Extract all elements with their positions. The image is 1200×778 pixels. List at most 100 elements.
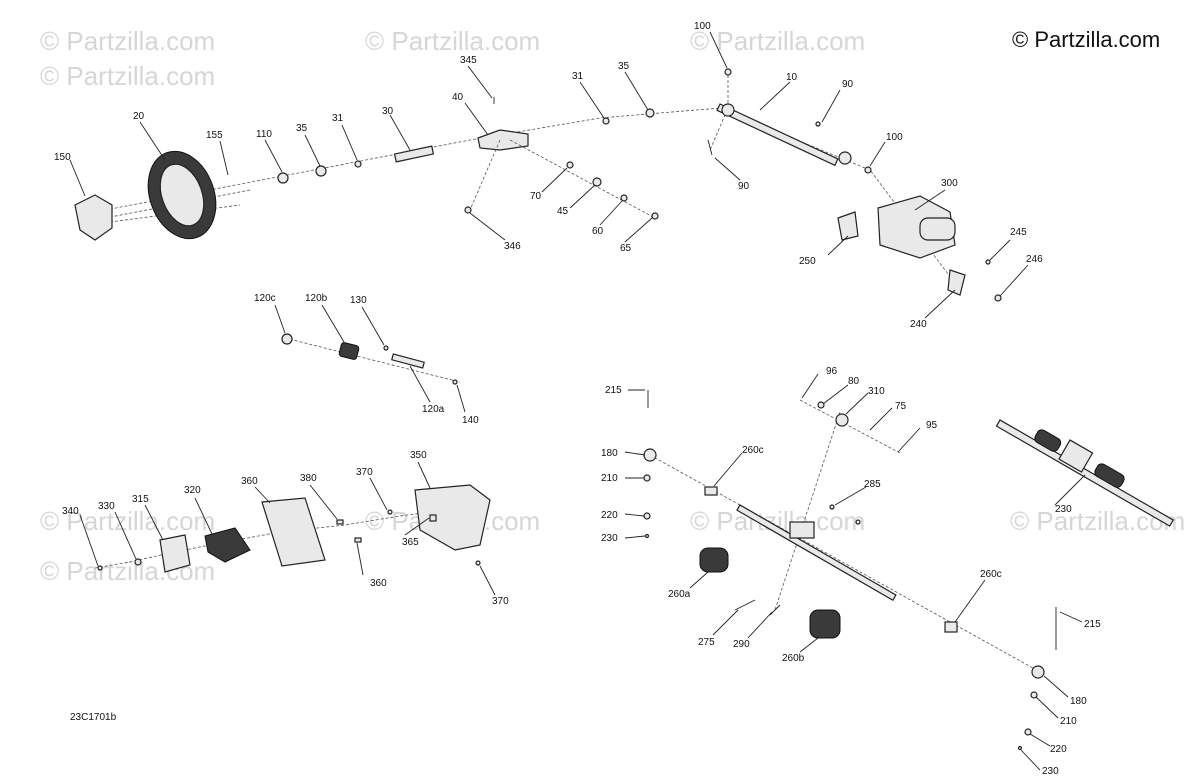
callout: 230: [601, 533, 618, 544]
callout: 360: [241, 476, 258, 487]
watermark: © Partzilla.com: [365, 26, 540, 56]
callout: 60: [592, 226, 604, 237]
callout: 95: [926, 420, 938, 431]
rack-260c: [704, 486, 718, 496]
cotter-230: [644, 533, 650, 539]
screw-370b: [475, 560, 481, 566]
ring: [354, 160, 362, 168]
ring-120c: [281, 333, 293, 345]
callout: 120b: [305, 293, 328, 304]
callout: 45: [557, 206, 569, 217]
bushing-70: [566, 161, 574, 169]
intermediate-shaft: [716, 103, 839, 167]
bolt-285b: [855, 519, 861, 525]
callout: 220: [1050, 744, 1067, 755]
callout: 31: [332, 113, 344, 124]
callout: 80: [848, 376, 860, 387]
callout: 315: [132, 494, 149, 505]
shaft-120a: [391, 353, 425, 369]
washer: [277, 172, 289, 184]
callout: 220: [601, 510, 618, 521]
brand-logo: © Partzilla.com: [1012, 27, 1160, 52]
screw-340: [97, 565, 103, 571]
sleeve-120b: [338, 342, 360, 360]
nut-210: [643, 474, 651, 482]
callout: 90: [738, 181, 750, 192]
callout: 20: [133, 111, 145, 122]
ball-joint-180b: [1031, 665, 1045, 679]
callout: 35: [296, 123, 308, 134]
rack-boot-right: [1094, 463, 1125, 488]
steering-shaft: [393, 145, 435, 163]
callout: 90: [842, 79, 854, 90]
nut-80: [817, 401, 825, 409]
steering-wheel-group: [74, 68, 1002, 302]
washer-220b: [1024, 728, 1032, 736]
callout: 260c: [980, 569, 1002, 580]
callout: 360: [370, 578, 387, 589]
callout: 260c: [742, 445, 764, 456]
bushing-45: [592, 177, 602, 187]
bolt-246: [994, 294, 1002, 302]
callout: 120a: [422, 404, 445, 415]
callout: 31: [572, 71, 584, 82]
column-cover-350: [414, 484, 491, 551]
callout: 40: [452, 92, 464, 103]
rack-assembly-230: [995, 419, 1175, 527]
cover-group: [94, 484, 491, 573]
boot-260a: [699, 547, 729, 573]
callout: 320: [184, 485, 201, 496]
clip-330: [134, 558, 142, 566]
power-steering-unit: [877, 195, 956, 259]
callout: 285: [864, 479, 881, 490]
switch-panel-320: [204, 527, 251, 563]
watermark: © Partzilla.com: [40, 61, 215, 91]
bolt-285: [829, 504, 835, 510]
callout: 290: [733, 639, 750, 650]
callout: 65: [620, 243, 632, 254]
leader-lines: [69, 31, 1086, 771]
callout: 260b: [782, 653, 805, 664]
gauge-bezel: [261, 497, 326, 567]
watermark: © Partzilla.com: [40, 506, 215, 536]
bushing-35: [645, 108, 655, 118]
callout: 100: [886, 132, 903, 143]
callout: 75: [895, 401, 907, 412]
bezel-315: [159, 534, 191, 573]
callout: 180: [1070, 696, 1087, 707]
bracket: [477, 129, 529, 151]
pinion-housing: [789, 521, 815, 539]
bolt-100: [724, 68, 732, 76]
bolt-346: [464, 206, 472, 214]
callout: 246: [1026, 254, 1043, 265]
tilt-column-group: [281, 333, 461, 385]
callout: 210: [1060, 716, 1077, 727]
callout: 330: [98, 501, 115, 512]
rack-boot-left: [1034, 429, 1062, 452]
eps-bracket: [837, 211, 859, 241]
callout: 275: [698, 637, 715, 648]
callout: 250: [799, 256, 816, 267]
cotter-230b: [1017, 745, 1023, 751]
watermarks: © Partzilla.com © Partzilla.com © Partzi…: [40, 26, 1185, 586]
clip-365: [429, 514, 437, 522]
callout: 130: [350, 295, 367, 306]
screw-370: [387, 509, 393, 515]
steering-wheel-hub: [159, 163, 205, 227]
watermark: © Partzilla.com: [40, 26, 215, 56]
bolt-245: [985, 259, 991, 265]
u-joint-top: [721, 103, 735, 117]
horn-pad: [74, 194, 113, 241]
callout: 150: [54, 152, 71, 163]
nut-100: [864, 166, 872, 174]
washer-220: [643, 512, 651, 520]
rack-end-260c: [944, 621, 958, 633]
callout: 180: [601, 448, 618, 459]
callout: 120c: [254, 293, 276, 304]
callout: 245: [1010, 227, 1027, 238]
callout: 370: [356, 467, 373, 478]
callout: 215: [1084, 619, 1101, 630]
callout: 260a: [668, 589, 691, 600]
u-joint-bottom: [838, 151, 852, 165]
